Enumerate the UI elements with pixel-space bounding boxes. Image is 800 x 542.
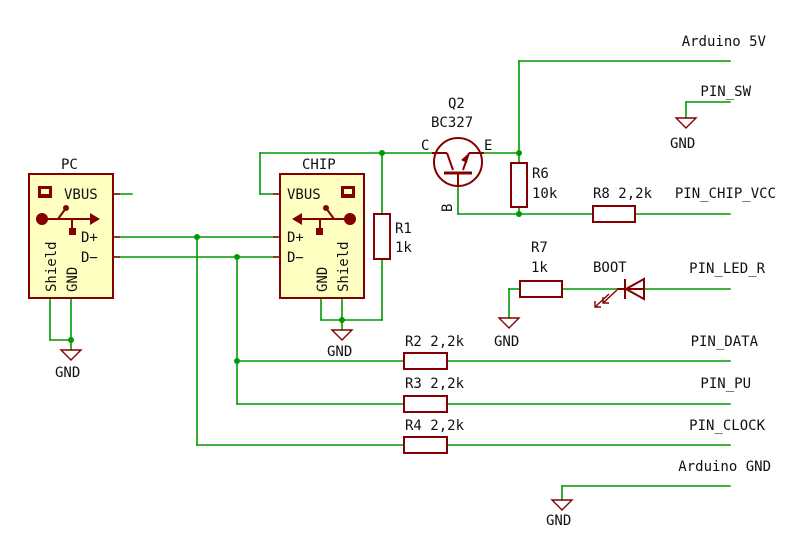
- pc-pin-dplus: D+: [81, 230, 98, 246]
- net-pin-sw: PIN_SW: [700, 84, 751, 100]
- resistor-r3[interactable]: R3 2,2k: [403, 376, 465, 413]
- pc-pin-dminus: D−: [81, 250, 98, 266]
- chip-pin-vbus: VBUS: [287, 187, 321, 203]
- pc-connector-title: PC: [61, 157, 78, 173]
- wires: [49, 60, 731, 501]
- gnd-label: GND: [494, 334, 519, 350]
- q2-value: BC327: [431, 115, 473, 131]
- chip-connector-title: CHIP: [302, 157, 336, 173]
- r1-value: 1k: [395, 240, 412, 256]
- junction-dot: [516, 211, 522, 217]
- r3-label: R3 2,2k: [405, 376, 465, 392]
- gnd-label: GND: [327, 344, 352, 360]
- chip-pin-dplus: D+: [287, 230, 304, 246]
- r6-ref: R6: [532, 166, 549, 182]
- junction-dot: [516, 150, 522, 156]
- ground-symbol-led: GND: [494, 317, 521, 350]
- q2-pin-c: C: [421, 138, 429, 154]
- r2-label: R2 2,2k: [405, 334, 465, 350]
- net-pin-clock: PIN_CLOCK: [689, 418, 765, 434]
- r8-label: R8 2,2k: [593, 186, 653, 202]
- ground-symbol-pc: GND: [55, 349, 83, 381]
- transistor-q2[interactable]: Q2 BC327 C E B: [421, 96, 492, 212]
- chip-usb-connector[interactable]: CHIP VBUS D+ D− GND Shield: [273, 157, 365, 299]
- junction-dot: [68, 337, 74, 343]
- resistor-r4[interactable]: R4 2,2k: [403, 418, 465, 454]
- gnd-label: GND: [546, 513, 571, 529]
- resistor-r6[interactable]: R6 10k: [510, 162, 558, 208]
- net-arduino-5v: Arduino 5V: [682, 34, 767, 50]
- junction-dot: [379, 150, 385, 156]
- r7-ref: R7: [531, 240, 548, 256]
- net-labels: Arduino 5V PIN_SW PIN_CHIP_VCC PIN_LED_R…: [675, 34, 776, 475]
- q2-pin-e: E: [484, 138, 492, 154]
- junctions: [68, 150, 522, 364]
- led-ref: BOOT: [593, 260, 627, 276]
- pc-pin-gnd: GND: [65, 267, 81, 292]
- net-arduino-gnd: Arduino GND: [678, 459, 771, 475]
- usb-trident-icon: [36, 205, 100, 235]
- ground-symbol-arduino: GND: [546, 499, 574, 529]
- led-boot[interactable]: BOOT: [593, 260, 645, 308]
- q2-pin-b: B: [440, 204, 456, 212]
- resistor-r1[interactable]: R1 1k: [373, 213, 412, 260]
- ground-symbol-chip: GND: [327, 329, 354, 360]
- usb-trident-icon: [292, 205, 356, 235]
- chip-pin-shield: Shield: [336, 241, 352, 292]
- junction-dot: [234, 254, 240, 260]
- chip-pin-gnd: GND: [315, 267, 331, 292]
- net-pin-chip-vcc: PIN_CHIP_VCC: [675, 186, 776, 202]
- net-pin-data: PIN_DATA: [691, 334, 759, 350]
- pc-pin-vbus: VBUS: [64, 187, 98, 203]
- r1-ref: R1: [395, 221, 412, 237]
- r7-value: 1k: [531, 260, 548, 276]
- net-pin-pu: PIN_PU: [700, 376, 751, 392]
- pc-usb-connector[interactable]: PC VBUS D+ D− Shield GND: [28, 157, 120, 299]
- light-emission-icon: [594, 289, 618, 308]
- chip-pin-dminus: D−: [287, 250, 304, 266]
- net-pin-led-r: PIN_LED_R: [689, 261, 765, 277]
- junction-dot: [194, 234, 200, 240]
- gnd-label: GND: [670, 136, 695, 152]
- usb-plug-icon: [38, 186, 52, 198]
- gnd-label: GND: [55, 365, 80, 381]
- junction-dot: [234, 358, 240, 364]
- junction-dot: [339, 317, 345, 323]
- resistor-r2[interactable]: R2 2,2k: [403, 334, 465, 370]
- ground-symbol-sw: GND: [670, 117, 698, 152]
- r4-label: R4 2,2k: [405, 418, 465, 434]
- resistor-r8[interactable]: R8 2,2k: [592, 186, 653, 223]
- usb-plug-icon: [341, 186, 355, 198]
- q2-ref: Q2: [448, 96, 465, 112]
- r6-value: 10k: [532, 186, 558, 202]
- resistor-r7[interactable]: R7 1k: [519, 240, 563, 298]
- pc-pin-shield: Shield: [44, 241, 60, 292]
